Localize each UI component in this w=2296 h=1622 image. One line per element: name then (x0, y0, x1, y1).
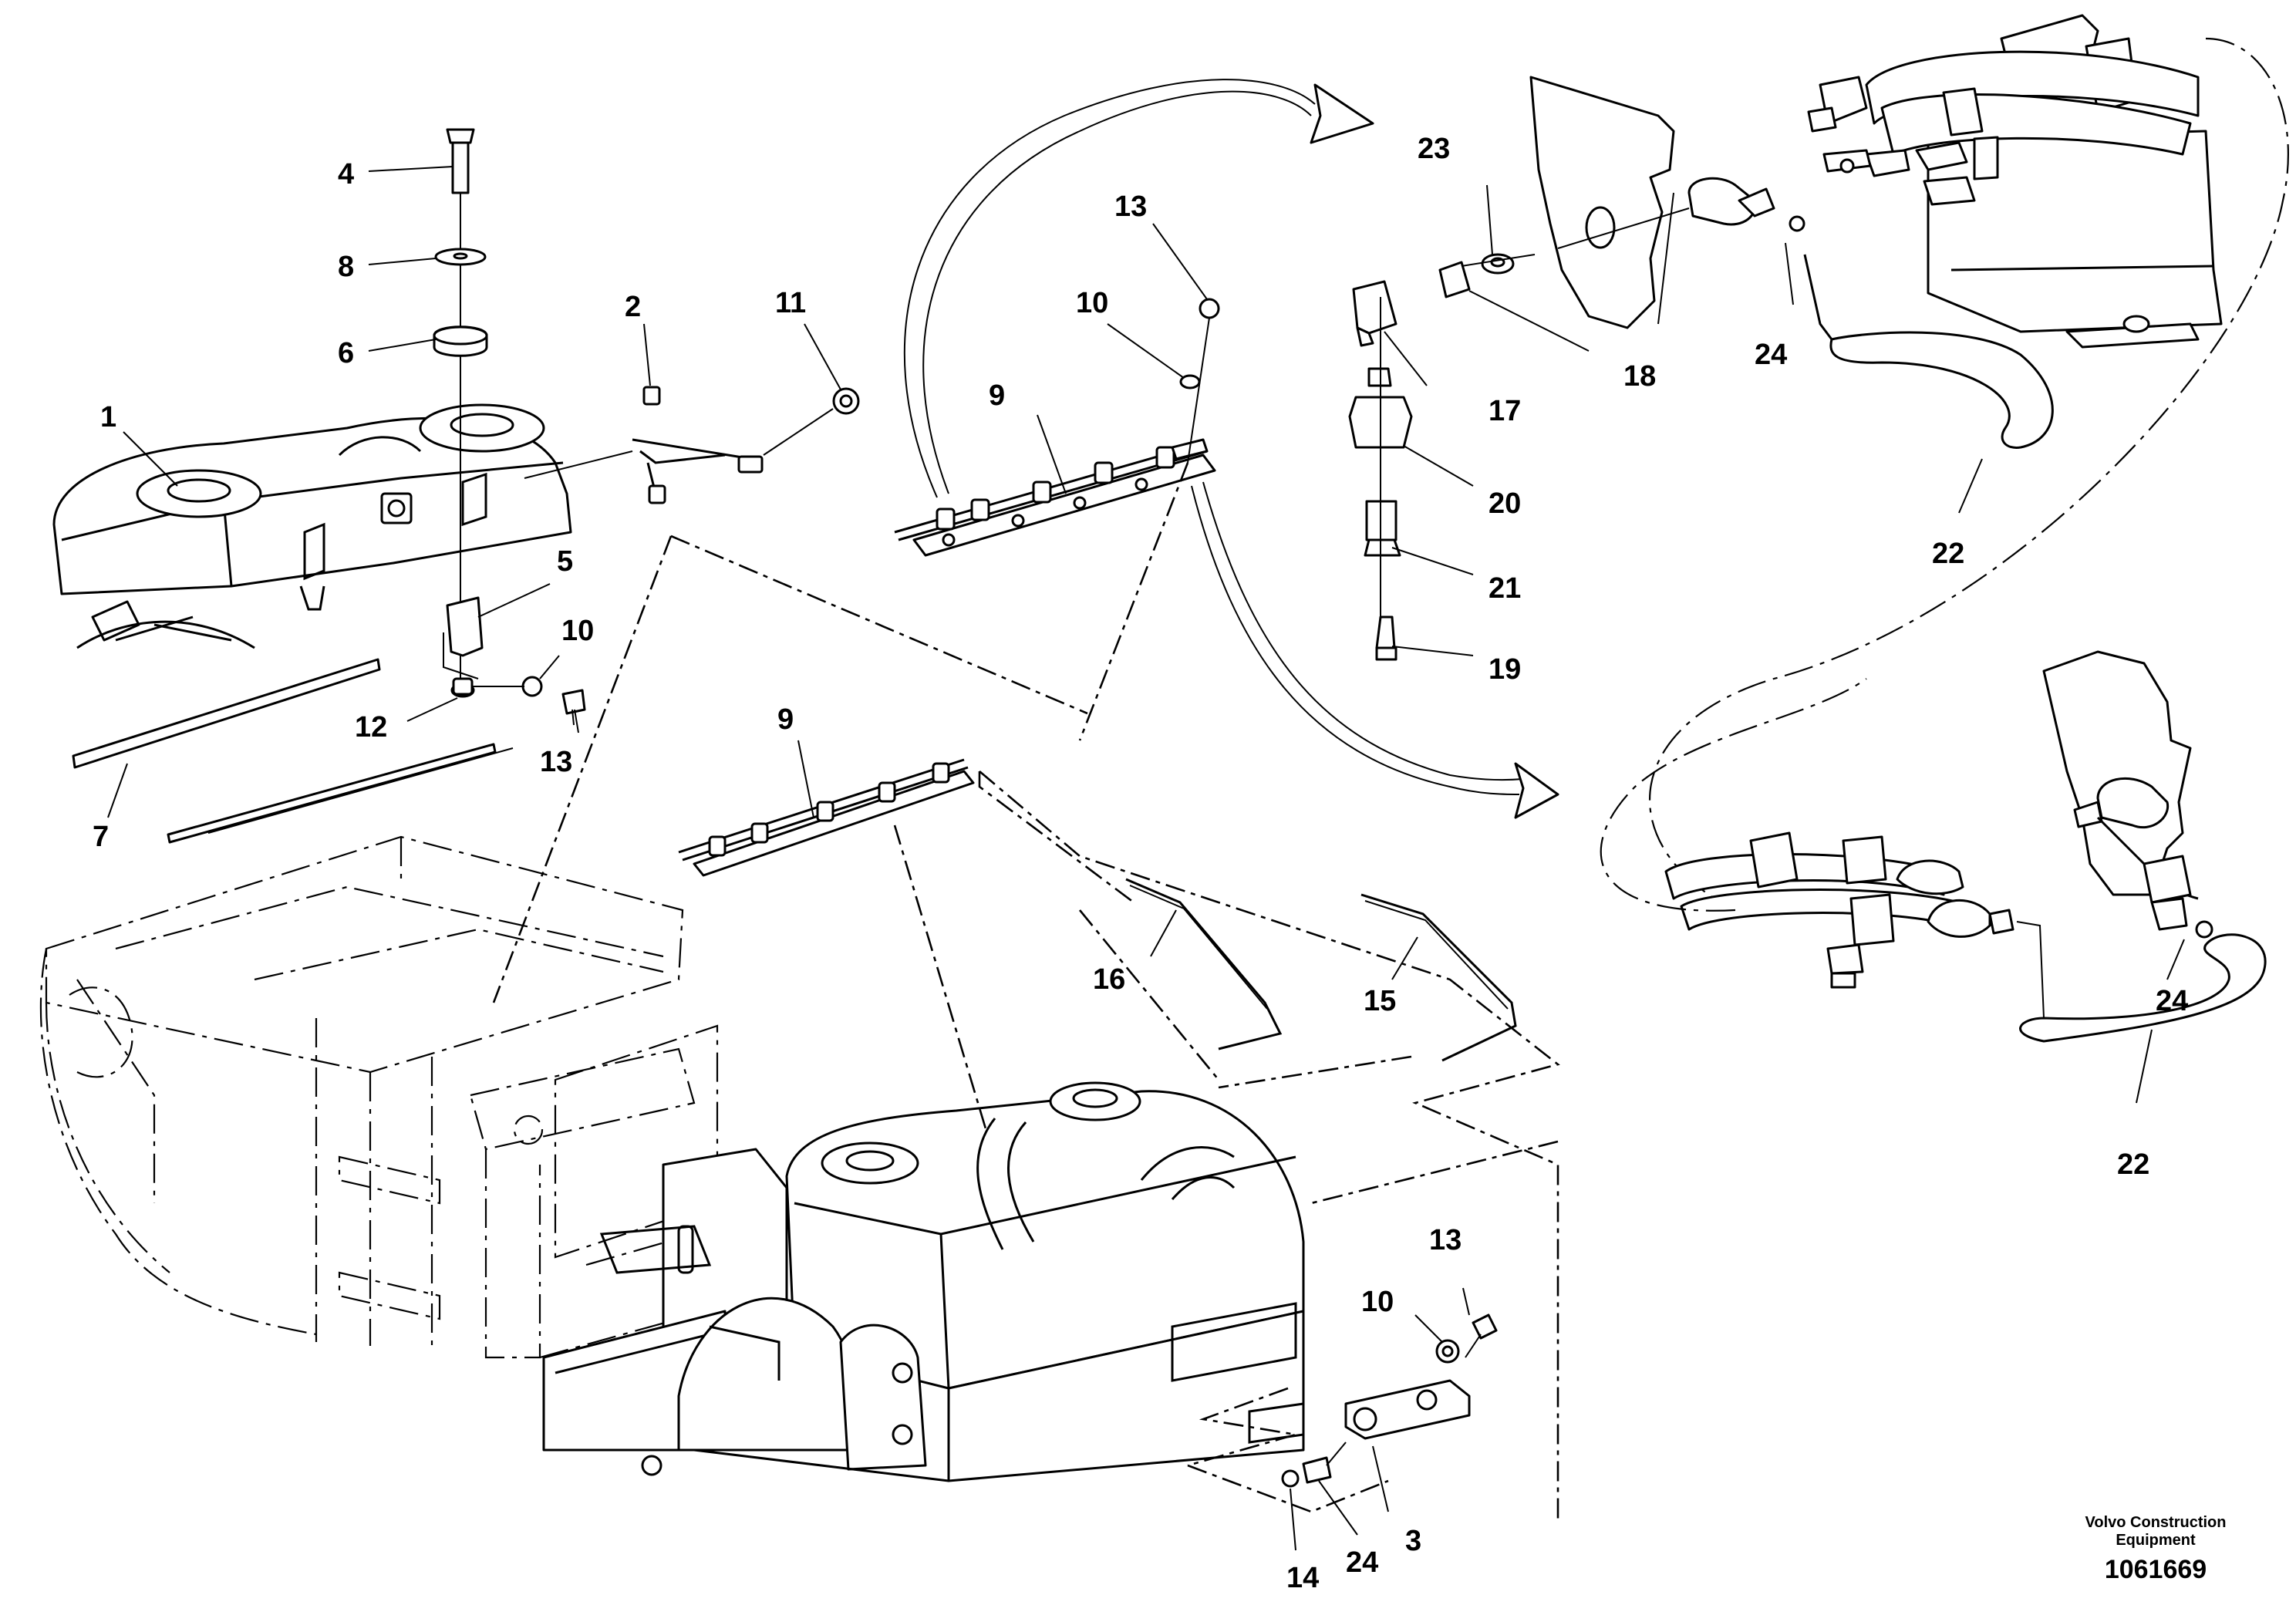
chassis-frame (39, 835, 719, 1388)
callout-8: 8 (338, 251, 354, 283)
leader-lines (107, 166, 2185, 1551)
callout-18: 18 (1623, 360, 1656, 393)
callout-20: 20 (1489, 487, 1521, 520)
drawing-footer: Volvo Construction Equipment 1061669 (2085, 1514, 2227, 1584)
gasket-strips (72, 658, 514, 844)
callout-9a: 9 (989, 379, 1005, 412)
callout-10c: 10 (1361, 1286, 1394, 1318)
brand-line-2: Equipment (2116, 1532, 2196, 1549)
brand-line-1: Volvo Construction (2085, 1514, 2227, 1531)
callout-5: 5 (557, 545, 573, 578)
callout-24b: 24 (2156, 985, 2188, 1017)
callout-2: 2 (625, 291, 641, 323)
sensor-harness (524, 386, 860, 504)
tubes (1125, 878, 1517, 1062)
callout-22a: 22 (1932, 538, 1964, 570)
callout-11: 11 (775, 287, 806, 319)
hydraulic-tank-assembly (542, 1081, 1305, 1482)
callout-21: 21 (1489, 572, 1521, 605)
callout-10a: 10 (561, 615, 594, 647)
callout-23: 23 (1418, 133, 1450, 165)
callout-15: 15 (1364, 985, 1396, 1017)
callout-13a: 13 (540, 746, 572, 778)
phantom-connection-lines (492, 462, 1560, 1519)
flow-arrows (903, 79, 1559, 819)
switch-assembly (1281, 1313, 1498, 1488)
callout-labels: 4 8 6 1 5 10 12 13 7 2 11 13 10 9 9 16 1… (93, 133, 2188, 1594)
callout-4: 4 (338, 158, 354, 191)
valve-block-upper (1648, 14, 2289, 911)
manifold-lower (678, 758, 975, 877)
callout-3: 3 (1405, 1525, 1421, 1557)
callout-16: 16 (1093, 963, 1125, 996)
callout-7: 7 (93, 821, 109, 853)
callout-12: 12 (355, 711, 387, 744)
callout-13b: 13 (1114, 191, 1147, 223)
callout-13c: 13 (1429, 1224, 1462, 1256)
callout-10b: 10 (1076, 287, 1108, 319)
callout-1: 1 (100, 401, 116, 433)
callout-14: 14 (1286, 1562, 1319, 1594)
callout-19: 19 (1489, 653, 1521, 686)
manifold-upper (894, 298, 1220, 557)
bolt-stack (433, 128, 586, 733)
drawing-number: 1061669 (2105, 1555, 2207, 1584)
callout-24c: 24 (1346, 1546, 1378, 1579)
callout-22b: 22 (2117, 1148, 2149, 1181)
callout-6: 6 (338, 337, 354, 369)
callout-17: 17 (1489, 395, 1521, 427)
cover-part-1 (52, 403, 572, 649)
callout-9b: 9 (777, 703, 794, 736)
plate-fitting-detail (1348, 76, 1805, 661)
valve-block-lower (1600, 650, 2267, 1043)
callout-24a: 24 (1755, 339, 1787, 371)
